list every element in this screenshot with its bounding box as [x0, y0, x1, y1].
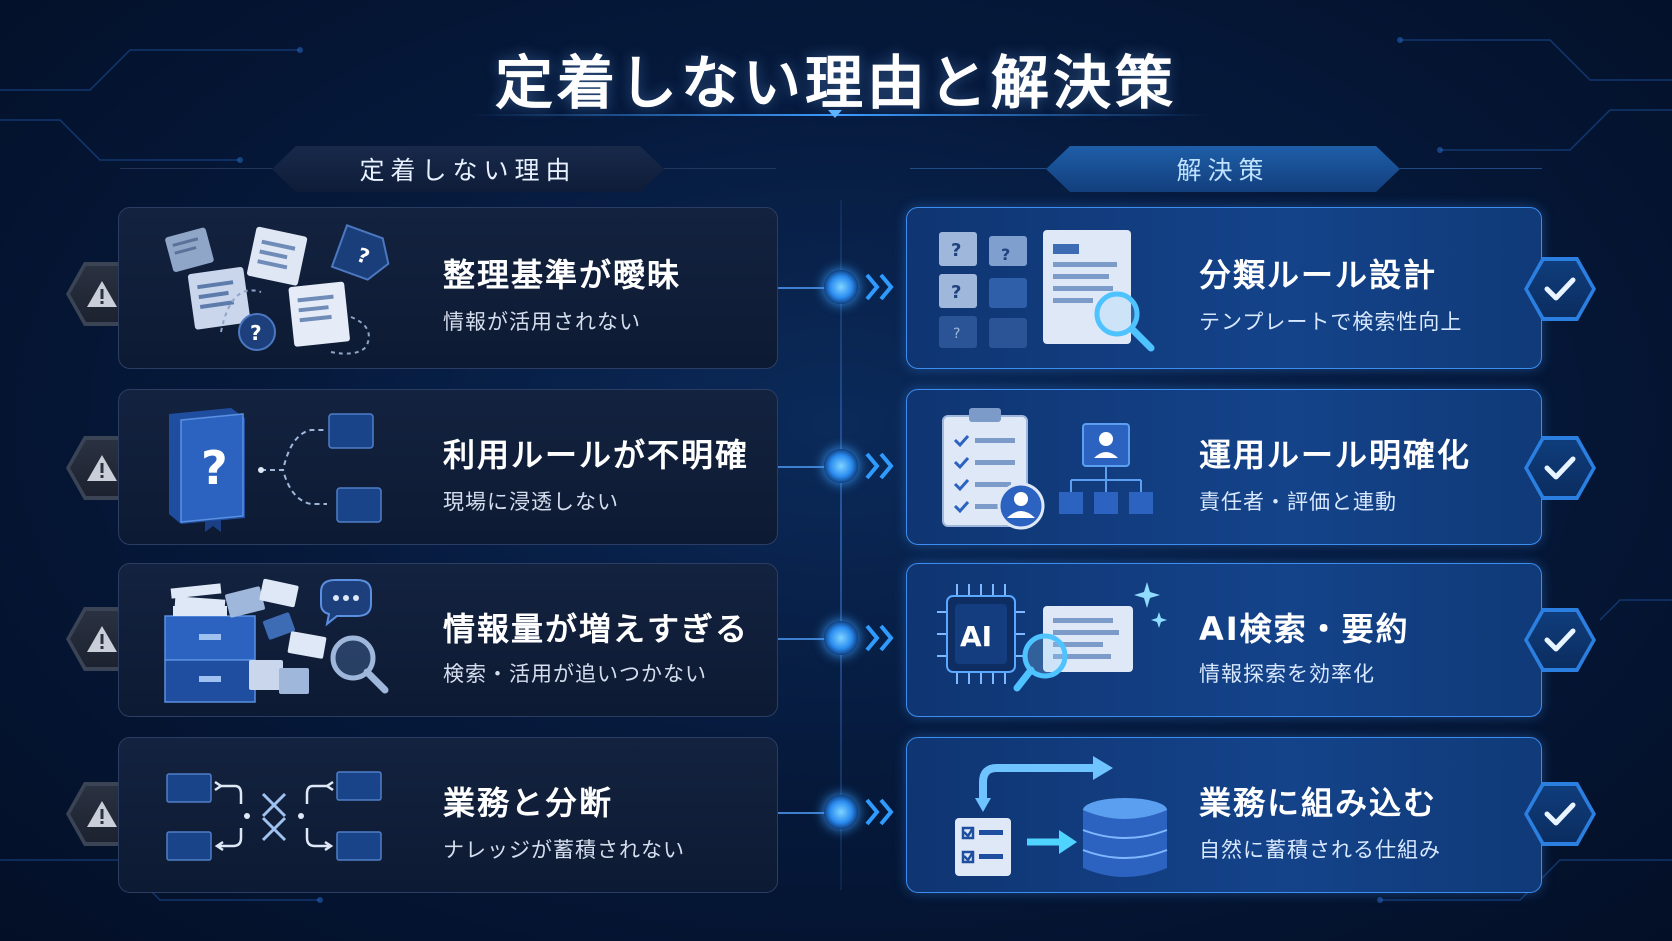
reason-subtitle: 現場に浸透しない	[443, 490, 619, 514]
title-marker	[828, 110, 842, 118]
connector-node	[824, 270, 858, 304]
reason-title: 利用ルールが不明確	[443, 436, 750, 474]
connector-node	[824, 795, 858, 829]
check-icon	[1524, 608, 1596, 672]
checklist-org-chart-icon	[942, 408, 1153, 530]
header-rule-right-a	[910, 168, 1050, 169]
ai-label: AI	[960, 620, 992, 653]
scattered-documents-icon: ? ?	[165, 224, 390, 355]
solution-subtitle: 自然に蓄積される仕組み	[1199, 838, 1441, 862]
solution-card-3: AI AI検索・要約 情報探索を効率化	[906, 563, 1542, 717]
solution-title: 業務に組み込む	[1199, 784, 1438, 822]
rulebook-flow-icon: ?	[169, 408, 382, 532]
reason-card-3: 情報量が増えすぎる 検索・活用が追いつかない	[118, 563, 778, 717]
solution-card-1: ? ? ? ? 分類ルール設計 テンプレートで検索性向上	[906, 207, 1542, 369]
header-rule-left-a	[120, 168, 280, 169]
question-mark: ?	[250, 321, 262, 345]
solution-title: 分類ルール設計	[1199, 256, 1438, 294]
solution-subtitle: テンプレートで検索性向上	[1199, 310, 1463, 334]
reason-subtitle: 情報が活用されない	[443, 310, 641, 334]
chevron-right-icon	[865, 273, 894, 301]
header-rule-right-b	[1392, 168, 1542, 169]
page-title: 定着しない理由と解決策	[494, 49, 1177, 117]
solution-title: AI検索・要約	[1199, 610, 1410, 648]
reason-subtitle: 検索・活用が追いつかない	[443, 662, 707, 686]
question-mark: ?	[201, 441, 228, 495]
solution-card-4: 業務に組み込む 自然に蓄積される仕組み	[906, 737, 1542, 893]
header-rule-left-b	[656, 168, 776, 169]
overflowing-files-icon	[164, 578, 389, 703]
folder-classification-icon: ? ? ? ?	[939, 230, 1155, 352]
reasons-header: 定着しない理由	[272, 146, 664, 192]
connector-line	[778, 812, 828, 814]
chevron-right-icon	[865, 452, 894, 480]
chevron-right-icon	[865, 798, 894, 826]
reason-card-2: ? 利用ルールが不明確 現場に浸透しない	[118, 389, 778, 545]
check-icon	[1524, 782, 1596, 846]
connector-node	[824, 449, 858, 483]
connector-node	[824, 621, 858, 655]
solution-title: 運用ルール明確化	[1199, 436, 1472, 474]
reason-card-1: ? ? 整理基準が曖昧 情報が活用されない	[118, 207, 778, 369]
connector-line	[778, 287, 828, 289]
disconnected-flow-icon	[166, 771, 382, 861]
question-mark: ?	[953, 326, 960, 342]
question-mark: ?	[951, 240, 961, 261]
solution-card-2: 運用ルール明確化 責任者・評価と連動	[906, 389, 1542, 545]
solutions-header: 解決策	[1046, 146, 1400, 192]
reason-subtitle: ナレッジが蓄積されない	[443, 838, 685, 862]
connector-line	[778, 638, 828, 640]
question-mark: ?	[1001, 245, 1010, 264]
workflow-database-icon	[955, 756, 1168, 877]
title-underline	[470, 114, 1210, 116]
reason-title: 整理基準が曖昧	[443, 256, 682, 294]
solution-subtitle: 情報探索を効率化	[1199, 662, 1375, 686]
question-mark: ?	[951, 282, 961, 303]
ai-chip-search-icon: AI	[937, 582, 1167, 692]
chevron-right-icon	[865, 624, 894, 652]
reason-card-4: 業務と分断 ナレッジが蓄積されない	[118, 737, 778, 893]
reason-title: 情報量が増えすぎる	[443, 610, 750, 648]
solution-subtitle: 責任者・評価と連動	[1199, 490, 1397, 514]
connector-line	[778, 466, 828, 468]
center-spine	[840, 200, 842, 890]
reason-title: 業務と分断	[443, 784, 614, 822]
